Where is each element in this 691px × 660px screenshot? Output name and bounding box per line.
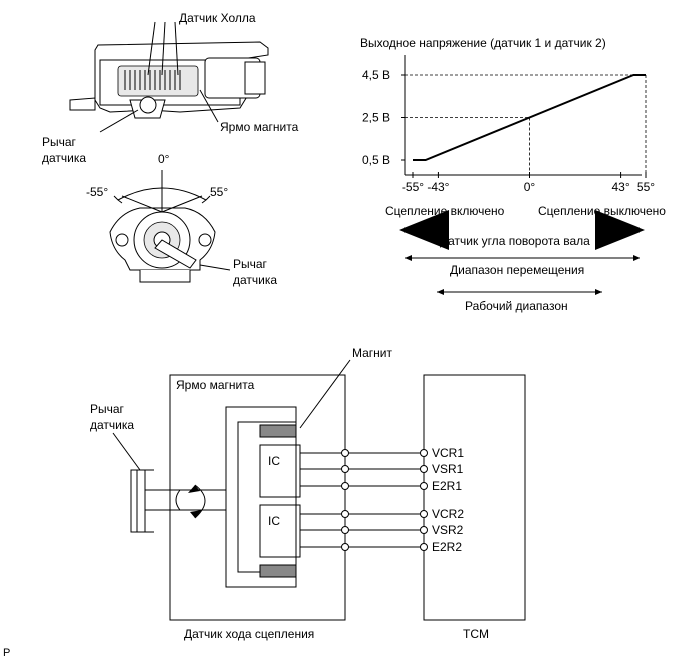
x-tick-label: 43° (612, 180, 630, 194)
lower-magnet (259, 564, 297, 578)
pin-label: E2R1 (432, 479, 462, 493)
pin-label: VSR2 (432, 523, 464, 537)
travel-range-arrow (405, 255, 640, 261)
lever-label-line1: Рычаг (233, 257, 268, 271)
sensor-lever-label-line2: датчика (42, 151, 86, 165)
connector-node (420, 543, 428, 551)
schematic-lever-label-line2: датчика (90, 418, 134, 432)
schematic-lever-label-line1: Рычаг (90, 402, 125, 416)
connector-node (420, 526, 428, 534)
working-range-label: Рабочий диапазон (465, 299, 568, 313)
connector-node (420, 510, 428, 518)
voltage-series-line (413, 74, 646, 161)
ic1-label: IC (268, 454, 280, 468)
connector-node (341, 543, 349, 551)
chart-title: Выходное напряжение (датчик 1 и датчик 2… (360, 36, 606, 50)
tcm-box (423, 374, 526, 621)
x-tick-label: -55° (402, 180, 424, 194)
x-tick-label: -43° (427, 180, 449, 194)
sensor-caption: Датчик хода сцепления (184, 627, 314, 641)
corner-mark: P (3, 647, 10, 659)
pin-label: VCR2 (432, 507, 464, 521)
magnet-label: Магнит (352, 346, 393, 360)
angle-zero-label: 0° (158, 152, 170, 166)
connector-node (420, 465, 428, 473)
lever-label-line2: датчика (233, 273, 277, 287)
travel-range-label: Диапазон перемещения (450, 263, 584, 277)
signal-wires (300, 449, 428, 551)
sensor-lever (130, 469, 226, 533)
ic2-block (259, 504, 301, 558)
voltage-chart: Выходное напряжение (датчик 1 и датчик 2… (360, 36, 655, 194)
magnet-yoke-label: Ярмо магнита (220, 120, 299, 134)
y-tick-label: 0,5 В (362, 153, 390, 167)
connector-node (420, 482, 428, 490)
magnet-yoke (225, 406, 301, 588)
sensor-front-view (109, 170, 231, 283)
sensor-side-view (69, 21, 269, 133)
x-tick-label: 55° (637, 180, 655, 194)
tcm-caption: TCM (463, 627, 489, 641)
clutch-stroke-sensor-box (169, 374, 346, 621)
connector-node (341, 465, 349, 473)
pin-label: E2R2 (432, 540, 462, 554)
angle-plus-label: 55° (210, 185, 228, 199)
ic2-label: IC (268, 514, 280, 528)
sensor-lever-label-line1: Рычаг (42, 135, 77, 149)
connector-node (341, 526, 349, 534)
angle-minus-label: -55° (86, 185, 108, 199)
y-tick-label: 2,5 В (362, 111, 390, 125)
connector-node (341, 449, 349, 457)
yoke-label: Ярмо магнита (176, 378, 255, 392)
hall-sensor-label: Датчик Холла (179, 11, 256, 25)
working-range-arrow (437, 289, 602, 295)
x-tick-label: 0° (524, 180, 536, 194)
pin-label: VCR1 (432, 446, 464, 460)
connector-node (341, 510, 349, 518)
connector-node (341, 482, 349, 490)
clutch-engaged-label: Сцепление включено (385, 204, 505, 218)
pin-label: VSR1 (432, 462, 464, 476)
shaft-sensor-label: Датчик угла поворота вала (440, 234, 590, 248)
clutch-disengaged-label: Сцепление выключено (538, 204, 666, 218)
y-tick-label: 4,5 В (362, 68, 390, 82)
upper-magnet (259, 424, 297, 438)
connector-node (420, 449, 428, 457)
ic1-block (259, 444, 301, 498)
